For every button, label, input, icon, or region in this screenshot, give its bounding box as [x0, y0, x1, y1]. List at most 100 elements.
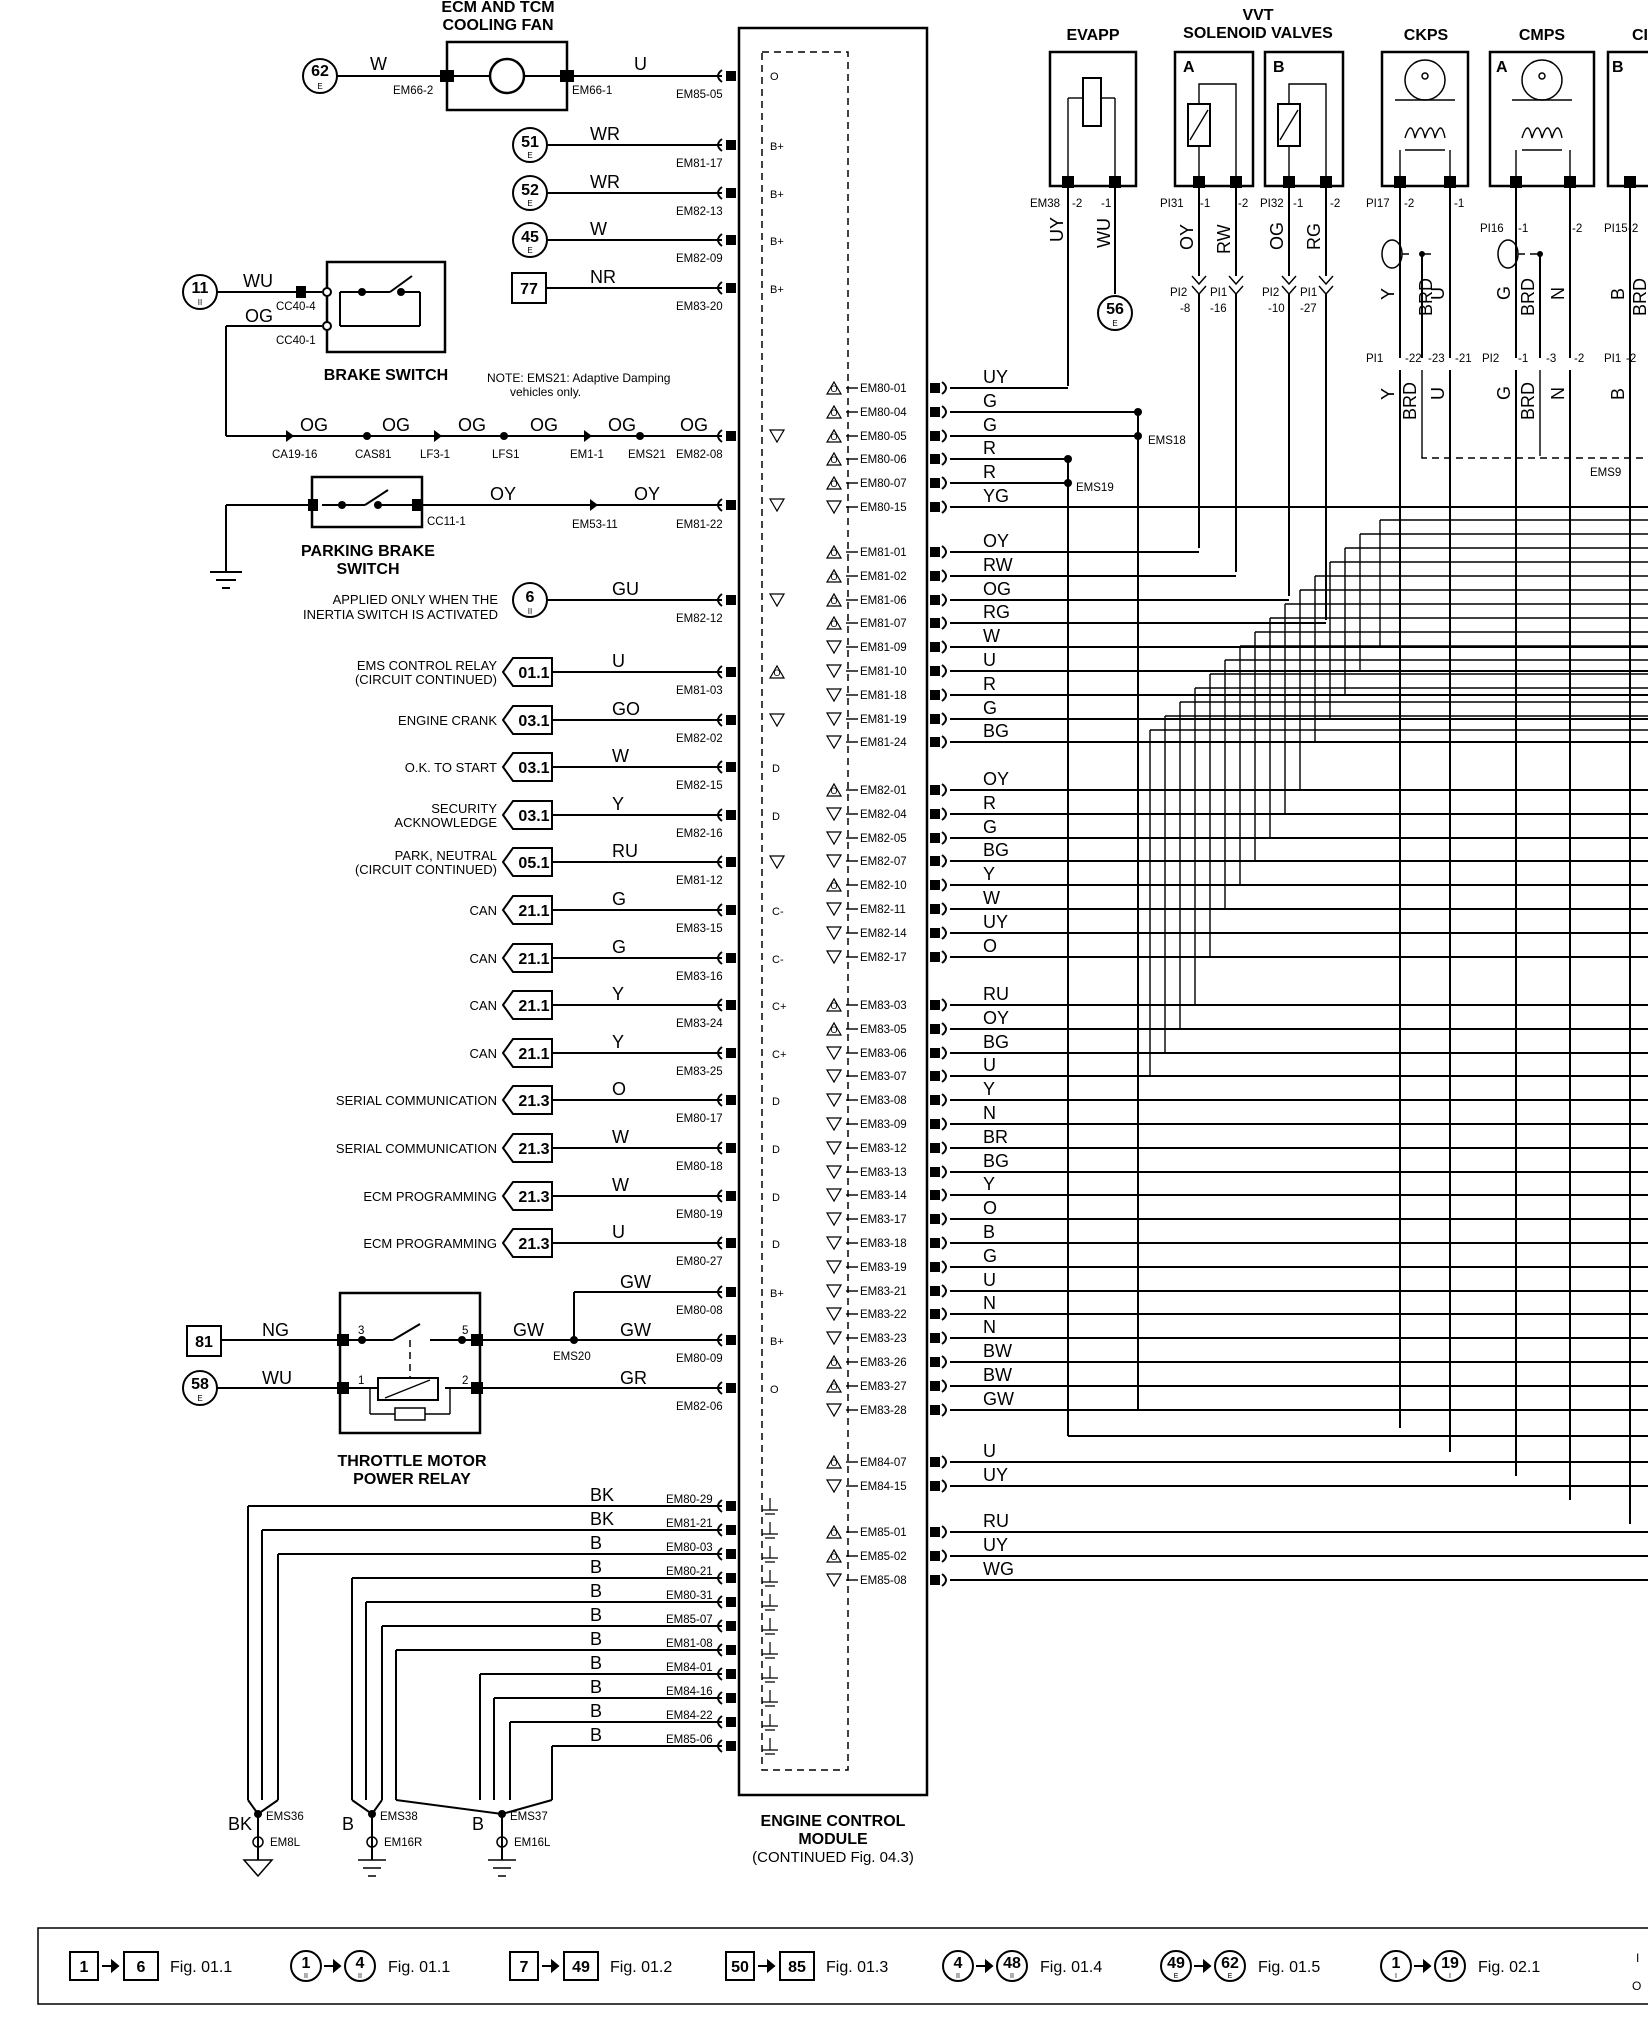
right-wire: R	[983, 674, 996, 694]
svg-text:5: 5	[462, 1325, 468, 1337]
pin-type: C+	[772, 1001, 786, 1013]
svg-text:CA19-16: CA19-16	[272, 449, 317, 461]
svg-text:OG: OG	[1267, 222, 1287, 250]
svg-text:-1: -1	[1454, 198, 1464, 210]
right-conn: EM83-05	[860, 1024, 907, 1036]
right-conn: EM83-26	[860, 1357, 907, 1369]
flag-ref: 21.3	[518, 1093, 549, 1110]
svg-text:O: O	[830, 1552, 837, 1562]
right-conn: EM83-21	[860, 1286, 907, 1298]
svg-text:19: 19	[1441, 1955, 1459, 1972]
note-line-2: vehicles only.	[510, 385, 581, 399]
pin-type: B+	[770, 189, 784, 201]
right-conn: EM80-01	[860, 383, 907, 395]
right-conn: EM83-23	[860, 1333, 907, 1345]
ground-eyelet: EM8L	[270, 1837, 301, 1849]
input-label: CAN	[470, 951, 497, 966]
svg-text:O: O	[830, 1458, 837, 1468]
pin-type: D	[772, 1096, 780, 1108]
right-wire: RW	[983, 555, 1013, 575]
right-wire: W	[983, 626, 1000, 646]
svg-text:A: A	[1183, 59, 1195, 76]
svg-text:Fig. 01.5: Fig. 01.5	[1258, 1959, 1320, 1976]
sensor-components: EVAPP EM38 -2 -1 UY WU 56 E VVT SOLENOID…	[1030, 7, 1648, 1524]
input-label-2: (CIRCUIT CONTINUED)	[355, 672, 497, 687]
svg-text:E: E	[527, 246, 532, 255]
pin-type: C-	[772, 906, 784, 918]
svg-text:I: I	[1636, 1951, 1639, 1965]
svg-text:O: O	[830, 596, 837, 606]
right-conn: EM85-01	[860, 1527, 907, 1539]
input-label: CAN	[470, 1046, 497, 1061]
svg-text:-23: -23	[1428, 353, 1445, 365]
svg-text:E: E	[527, 199, 532, 208]
ground-wire: B	[590, 1605, 602, 1625]
svg-text:LF3-1: LF3-1	[420, 449, 450, 461]
svg-text:OG: OG	[300, 415, 328, 435]
svg-text:B+: B+	[770, 1336, 784, 1348]
svg-text:EM66-2: EM66-2	[393, 85, 433, 97]
right-wire: Y	[983, 864, 995, 884]
svg-text:Fig. 01.2: Fig. 01.2	[610, 1959, 672, 1976]
right-conn: EM81-01	[860, 547, 907, 559]
svg-text:GW: GW	[620, 1320, 651, 1340]
svg-text:1: 1	[302, 1955, 311, 1972]
right-wire: N	[983, 1103, 996, 1123]
ground-point-wire: BK	[228, 1814, 252, 1834]
svg-text:CC40-4: CC40-4	[276, 301, 316, 313]
pin-type: B+	[770, 141, 784, 153]
ground-conn: EM84-01	[666, 1662, 713, 1674]
right-wire: OY	[983, 769, 1009, 789]
right-wire: BW	[983, 1341, 1012, 1361]
svg-text:G: G	[1494, 386, 1514, 400]
feed-conn: EM81-17	[676, 158, 723, 170]
right-wire: OY	[983, 1008, 1009, 1028]
engine-control-module: ENGINE CONTROL MODULE (CONTINUED Fig. 04…	[737, 26, 929, 1866]
svg-text:E: E	[527, 151, 532, 160]
svg-text:II: II	[304, 1973, 308, 1980]
input-wire: W	[612, 746, 629, 766]
svg-text:49: 49	[1167, 1955, 1185, 1972]
svg-text:II: II	[1010, 1973, 1014, 1980]
right-wire: RG	[983, 602, 1010, 622]
ground-wire: B	[590, 1725, 602, 1745]
right-conn: EM82-10	[860, 880, 907, 892]
svg-text:PI2: PI2	[1170, 287, 1187, 299]
svg-text:EM82-06: EM82-06	[676, 1401, 723, 1413]
throttle-motor-power-relay: 3 5 1 2 THROTTLE MOTOR POWER RELAY 81 NG…	[182, 1272, 784, 1488]
svg-text:1: 1	[80, 1959, 89, 1976]
svg-text:O: O	[830, 1358, 837, 1368]
svg-text:EM85-05: EM85-05	[676, 89, 723, 101]
input-label: PARK, NEUTRAL	[395, 848, 497, 863]
input-wire: Y	[612, 794, 624, 814]
svg-text:Fig. 01.4: Fig. 01.4	[1040, 1959, 1102, 1976]
input-label: CAN	[470, 903, 497, 918]
pin-type: D	[772, 1192, 780, 1204]
input-conn: EM80-17	[676, 1113, 723, 1125]
svg-text:Fig. 01.3: Fig. 01.3	[826, 1959, 888, 1976]
svg-text:O: O	[830, 619, 837, 629]
svg-text:Fig. 01.1: Fig. 01.1	[170, 1959, 232, 1976]
ecm-title-2: MODULE	[798, 1831, 868, 1848]
input-conn: EM81-12	[676, 875, 723, 887]
svg-text:EM82-08: EM82-08	[676, 449, 723, 461]
input-conn: EM82-15	[676, 780, 723, 792]
flag-ref: 21.1	[518, 998, 549, 1015]
pin-type: D	[772, 1144, 780, 1156]
ref-52: 52	[521, 182, 539, 199]
ground-conn: EM80-03	[666, 1542, 713, 1554]
input-conn: EM83-15	[676, 923, 723, 935]
input-wire: G	[612, 937, 626, 957]
vvt-title-2: SOLENOID VALVES	[1183, 25, 1333, 42]
ground-conn: EM81-21	[666, 1518, 713, 1530]
svg-text:O: O	[773, 668, 780, 678]
right-conn: EM81-18	[860, 690, 907, 702]
ground-wire: B	[590, 1677, 602, 1697]
right-wire: RU	[983, 984, 1009, 1004]
svg-text:WU: WU	[262, 1368, 292, 1388]
ground-conn: EM80-31	[666, 1590, 713, 1602]
svg-text:O: O	[830, 384, 837, 394]
ground-wire: B	[590, 1533, 602, 1553]
